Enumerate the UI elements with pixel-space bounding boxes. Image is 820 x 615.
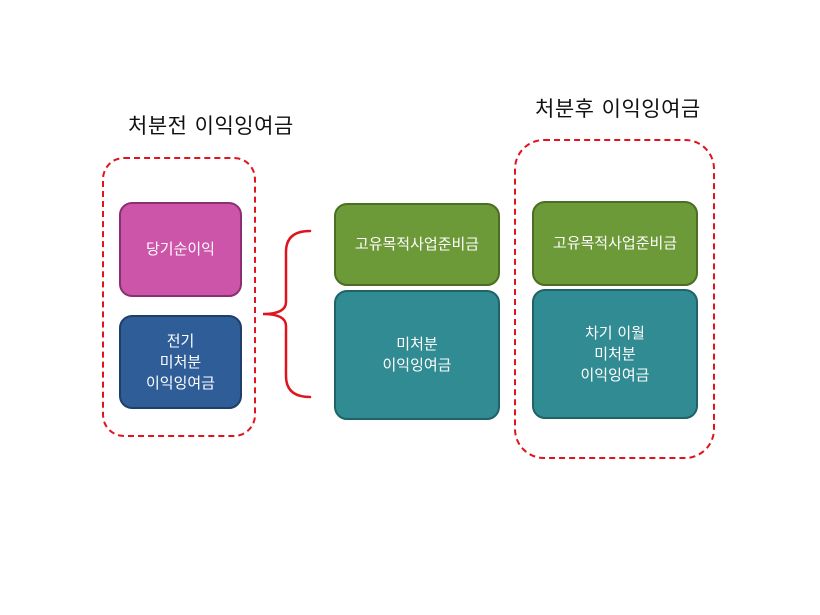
purpose-reserve-box-right: 고유목적사업준비금	[532, 201, 698, 286]
unappropriated-retained-earnings-box-middle: 미처분 이익잉여금	[334, 290, 500, 420]
purpose-reserve-box-middle: 고유목적사업준비금	[334, 203, 500, 286]
heading-after-appropriation: 처분후 이익잉여금	[535, 97, 701, 121]
prior-unappropriated-retained-earnings-box: 전기 미처분 이익잉여금	[119, 315, 242, 409]
net-income-box: 당기순이익	[119, 202, 242, 297]
brace-path	[262, 229, 312, 399]
before-appropriation-group	[102, 157, 256, 437]
heading-before-appropriation: 처분전 이익잉여금	[128, 114, 294, 138]
carried-forward-retained-earnings-box: 차기 이월 미처분 이익잉여금	[532, 289, 698, 419]
after-appropriation-group	[514, 139, 715, 459]
